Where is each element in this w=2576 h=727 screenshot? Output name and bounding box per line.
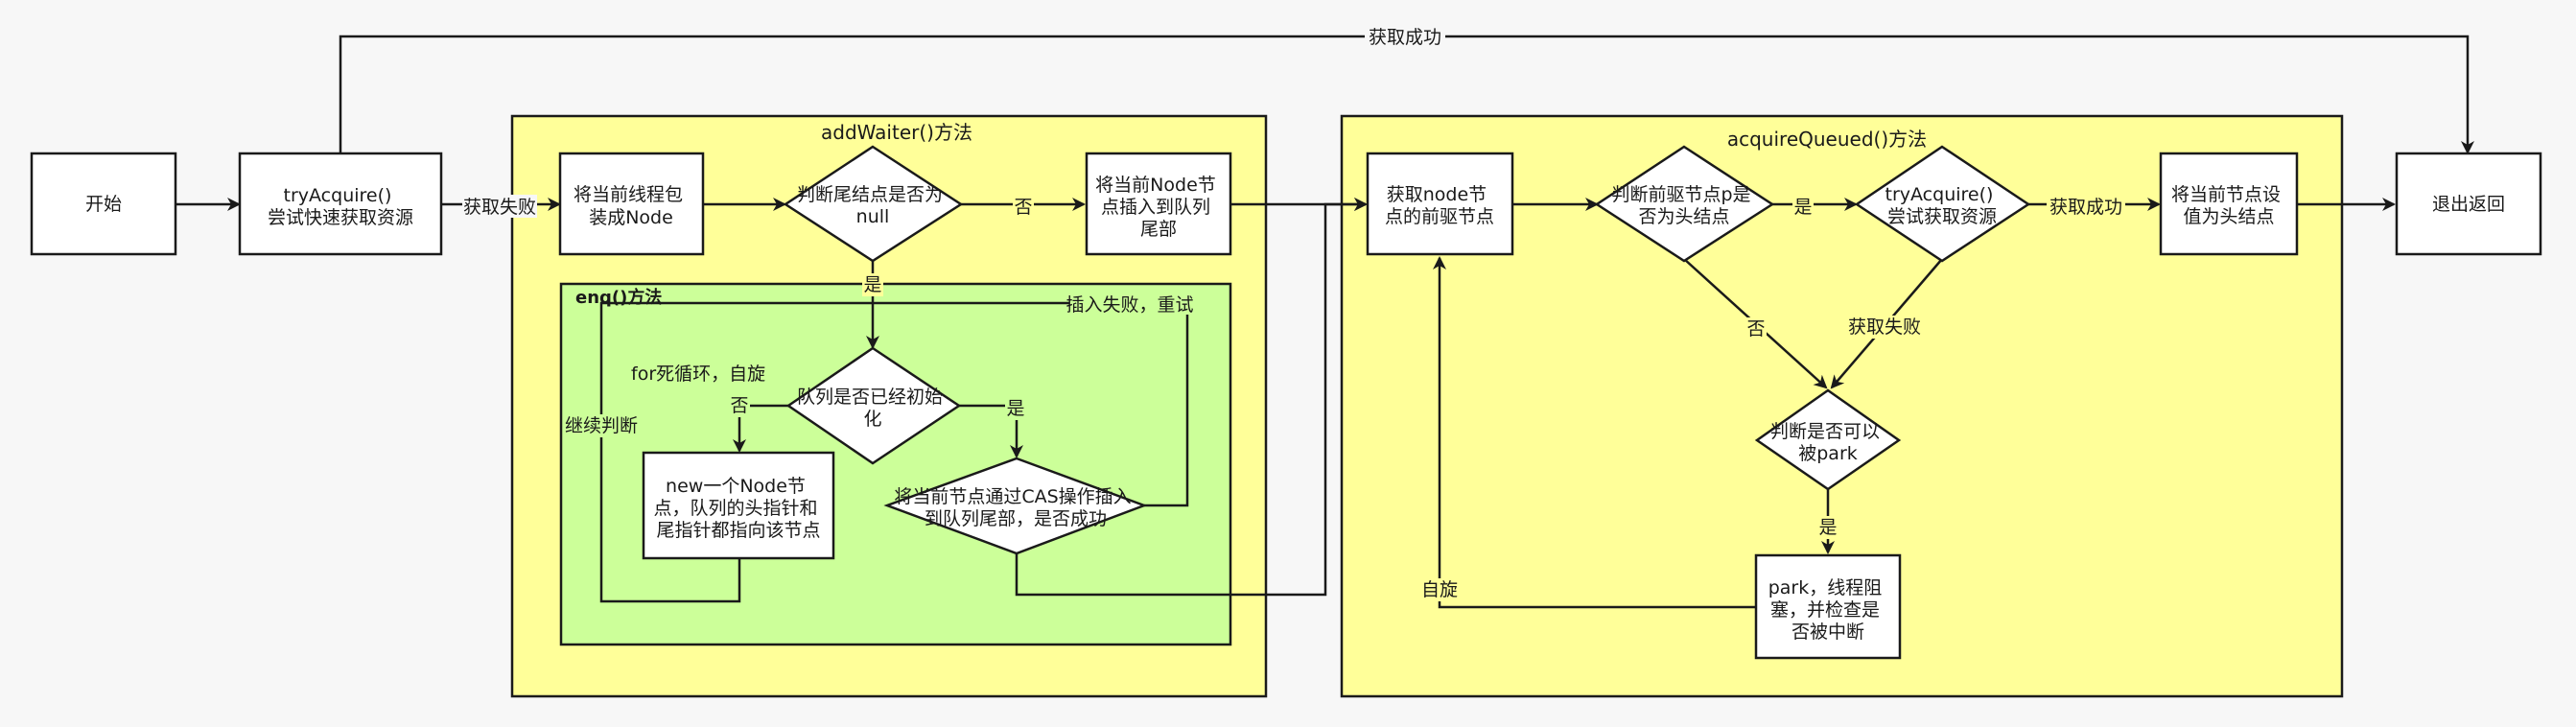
try-acquire-2-diamond	[1854, 145, 2031, 263]
edge-label-yes-1: 是	[863, 274, 881, 295]
edge-newnode-loop	[599, 301, 873, 603]
can-park-label: 判断是否可以 被park	[1770, 421, 1885, 464]
label-bg	[1745, 317, 1767, 340]
edge-label-insert-fail-retry: 插入失败，重试	[1066, 294, 1193, 316]
cas-insert-label: 将当前节点通过CAS操作插入 到队列尾部，是否成功	[894, 486, 1136, 529]
edge-label-spin: 自旋	[1421, 579, 1458, 600]
label-bg	[565, 414, 638, 437]
label-bg	[1005, 397, 1026, 420]
get-prev-node	[1366, 152, 1514, 256]
tail-null-diamond	[783, 145, 964, 263]
edge-label-acquire-fail-2: 获取失败	[1848, 317, 1921, 338]
edge-label-acquire-success-2: 获取成功	[2049, 197, 2122, 218]
park-label: park，线程阻 塞，并检查是 否被中断	[1768, 577, 1888, 643]
label-bg	[1846, 316, 1923, 339]
edge-label-yes-3: 是	[1793, 197, 1812, 218]
prev-is-head-label: 判断前驱节点p是 否为头结点	[1611, 184, 1756, 227]
edge-label-no-2: 否	[730, 395, 748, 416]
edge-label-continue-check: 继续判断	[565, 415, 638, 436]
queue-init-label: 队列是否已经初始 化	[797, 387, 948, 430]
label-bg	[1069, 293, 1190, 315]
cas-insert-diamond	[883, 457, 1148, 555]
edge-label-no-3: 否	[1746, 318, 1765, 340]
exit-node-label: 退出返回	[2432, 194, 2505, 215]
tail-null-label: 判断尾结点是否为 null	[797, 184, 948, 227]
set-head-label: 将当前节点设 值为头结点	[2171, 184, 2286, 227]
try-acquire-node	[238, 152, 443, 256]
label-bg	[2047, 195, 2125, 218]
insert-tail-label: 将当前Node节 点插入到队列 尾部	[1095, 175, 1222, 240]
edge-label-acquire-success-top: 获取成功	[1369, 27, 1441, 48]
edge-label-no-1: 否	[1014, 197, 1032, 218]
enq-title: enq()方法	[575, 287, 662, 308]
edge-cas-retry	[873, 301, 1189, 507]
edge-label-yes-2: 是	[1006, 398, 1024, 419]
add-waiter-title: addWaiter()方法	[821, 121, 972, 144]
label-bg	[862, 273, 883, 296]
for-loop-note: for死循环，自旋	[631, 364, 765, 385]
exit-node	[2395, 152, 2542, 256]
insert-tail-node	[1085, 152, 1232, 256]
label-bg	[1365, 25, 1445, 48]
new-node-box	[642, 451, 835, 560]
edge-label-yes-4: 是	[1818, 517, 1837, 538]
label-bg	[729, 394, 750, 417]
wrap-node	[558, 152, 705, 256]
new-node-label: new一个Node节 点，队列的头指针和 尾指针都指向该节点	[653, 476, 823, 541]
try-acquire-node-label: tryAcquire() 尝试快速获取资源	[268, 185, 413, 228]
acquire-queued-title: acquireQueued()方法	[1727, 128, 1927, 151]
label-bg	[462, 195, 537, 218]
can-park-diamond	[1754, 388, 1902, 491]
label-bg	[1792, 195, 1814, 218]
label-bg	[1418, 578, 1461, 601]
queue-init-diamond	[785, 346, 962, 465]
label-bg	[1013, 195, 1034, 218]
edge-cas-getprev	[1015, 198, 1368, 597]
prev-is-head-diamond	[1594, 145, 1775, 263]
park-node	[1754, 553, 1902, 660]
start-node	[30, 152, 177, 256]
wrap-node-label: 将当前线程包 装成Node	[574, 184, 689, 228]
start-node-label: 开始	[85, 194, 122, 215]
edge-label-acquire-fail-1: 获取失败	[463, 197, 536, 218]
label-bg	[1817, 516, 1838, 539]
get-prev-label: 获取node节 点的前驱节点	[1385, 184, 1494, 227]
set-head-node	[2159, 152, 2299, 256]
edge-park-getprev	[1433, 256, 1755, 609]
try-acquire-2-label: tryAcquire() 尝试获取资源	[1885, 184, 2000, 227]
